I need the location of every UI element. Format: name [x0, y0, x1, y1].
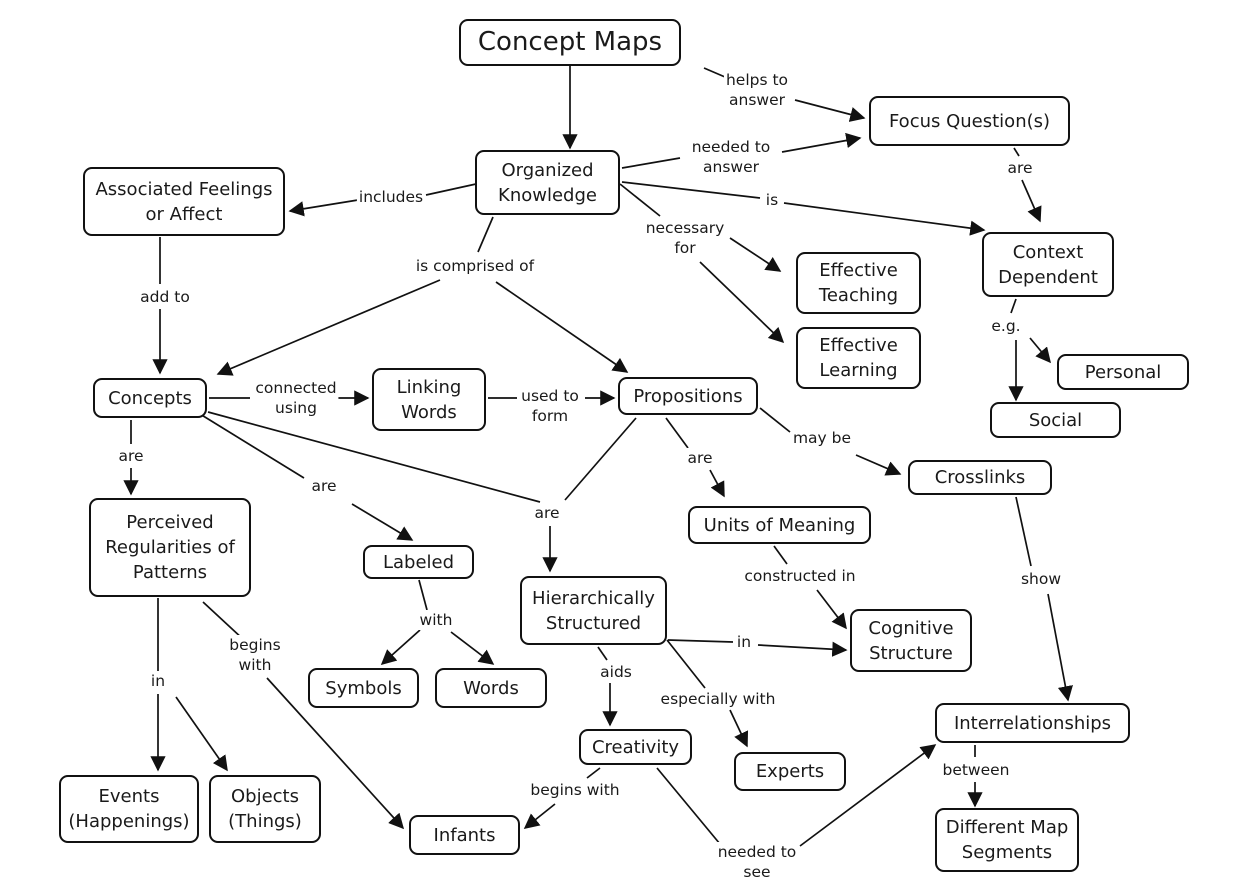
connector-line	[665, 417, 689, 449]
link-label-with: with	[417, 610, 455, 630]
link-label-eg: e.g.	[989, 316, 1023, 336]
connector-line	[495, 281, 629, 373]
connector-line	[477, 216, 494, 253]
link-label-are-units: are	[685, 448, 715, 468]
connector-line	[773, 545, 788, 565]
node-units-of-meaning: Units of Meaning	[688, 506, 871, 544]
link-label-includes: includes	[356, 187, 426, 207]
connector-line	[799, 744, 937, 847]
link-label-is: is	[763, 190, 781, 210]
connector-line	[667, 639, 734, 643]
link-label-are-labeled: are	[309, 476, 339, 496]
node-propositions: Propositions	[618, 377, 758, 415]
connector-line	[1015, 496, 1032, 567]
connector-line	[709, 469, 725, 498]
connector-line	[202, 601, 245, 641]
link-label-add-to: add to	[138, 287, 192, 307]
link-label-needed-to-see: needed to see	[715, 842, 799, 882]
node-infants: Infants	[409, 815, 520, 855]
node-objects: Objects (Things)	[209, 775, 321, 843]
connector-line	[450, 631, 495, 665]
node-associated-feelings: Associated Feelings or Affect	[83, 167, 285, 236]
connector-line	[564, 417, 637, 501]
node-organized-knowledge: Organized Knowledge	[475, 150, 620, 215]
link-label-begins-with-creativity: begins with	[528, 780, 622, 800]
node-concepts: Concepts	[93, 378, 207, 418]
node-perceived-regularities: Perceived Regularities of Patterns	[89, 498, 251, 597]
connector-line	[619, 183, 661, 217]
connector-line	[1021, 179, 1042, 223]
connector-line	[175, 696, 228, 772]
node-effective-teaching: Effective Teaching	[796, 252, 921, 314]
connector-line	[199, 413, 305, 479]
link-label-used-to-form: used to form	[519, 386, 581, 426]
connector-line	[816, 589, 847, 630]
link-label-in-cognitive: in	[734, 632, 754, 652]
link-label-begins-with-perceived: begins with	[227, 635, 283, 675]
node-linking-words: Linking Words	[372, 368, 486, 431]
node-context-dependent: Context Dependent	[982, 232, 1114, 297]
connector-line	[216, 279, 441, 376]
node-interrelationships: Interrelationships	[935, 703, 1130, 743]
connector-line	[656, 767, 721, 845]
connector-line	[207, 411, 541, 503]
link-label-is-comprised-of: is comprised of	[413, 256, 537, 276]
connector-line	[1013, 147, 1020, 157]
connector-line	[759, 407, 791, 433]
node-words: Words	[435, 668, 547, 708]
node-crosslinks: Crosslinks	[908, 460, 1052, 495]
connector-line	[855, 454, 902, 476]
connector-line	[794, 99, 866, 122]
node-focus-question: Focus Question(s)	[869, 96, 1070, 146]
connector-line	[288, 199, 359, 217]
node-labeled: Labeled	[363, 545, 474, 579]
node-symbols: Symbols	[308, 668, 419, 708]
node-events: Events (Happenings)	[59, 775, 199, 843]
link-label-are-hier: are	[532, 503, 562, 523]
node-experts: Experts	[734, 752, 846, 791]
connector-line	[1029, 337, 1051, 364]
connector-line	[757, 641, 848, 657]
connector-line	[351, 503, 414, 541]
connector-line	[597, 646, 608, 661]
node-effective-learning: Effective Learning	[796, 327, 921, 389]
node-social: Social	[990, 402, 1121, 438]
node-creativity: Creativity	[579, 729, 692, 765]
link-label-are-focus: are	[1005, 158, 1035, 178]
connector-line	[1047, 593, 1073, 702]
connector-line	[418, 579, 428, 611]
connector-line	[266, 677, 405, 830]
connector-line	[621, 157, 681, 169]
connector-line	[1010, 298, 1017, 314]
connector-line	[425, 183, 477, 196]
node-concept-maps: Concept Maps	[459, 19, 681, 66]
link-label-aids: aids	[598, 662, 634, 682]
link-label-especially-with: especially with	[658, 689, 778, 709]
connector-line	[621, 181, 761, 199]
connector-line	[729, 237, 782, 272]
connector-line	[783, 202, 986, 236]
connector-line	[781, 132, 862, 153]
link-label-may-be: may be	[790, 428, 854, 448]
connector-line	[666, 639, 706, 689]
link-label-constructed-in: constructed in	[742, 566, 858, 586]
link-label-show: show	[1018, 569, 1064, 589]
link-label-connected-using: connected using	[253, 378, 339, 418]
link-label-in-events: in	[148, 671, 168, 691]
link-label-helps-to-answer: helps to answer	[723, 70, 791, 110]
node-personal: Personal	[1057, 354, 1189, 390]
connector-line	[380, 629, 421, 666]
node-hierarchically-structured: Hierarchically Structured	[520, 576, 667, 645]
connector-line	[729, 709, 749, 748]
connector-line	[586, 767, 601, 779]
connector-line	[523, 803, 556, 829]
link-label-are-concepts: are	[116, 446, 146, 466]
link-label-between: between	[940, 760, 1012, 780]
link-label-necessary-for: necessary for	[643, 218, 727, 258]
connector-line	[699, 261, 785, 344]
node-different-map-segments: Different Map Segments	[935, 808, 1079, 872]
node-cognitive-structure: Cognitive Structure	[850, 609, 972, 672]
link-label-needed-to-answer: needed to answer	[689, 137, 773, 177]
